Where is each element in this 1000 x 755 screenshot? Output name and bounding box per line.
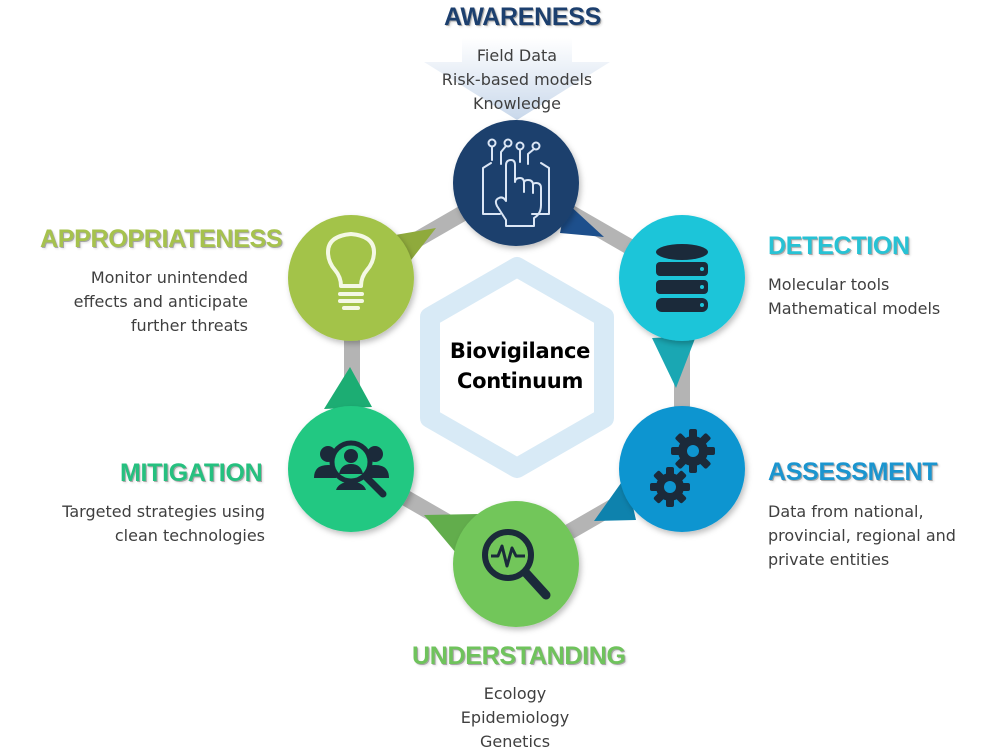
- understanding-circle: [453, 501, 579, 627]
- mitigation-description: Targeted strategies using clean technolo…: [30, 500, 265, 548]
- mitigation-item: clean technologies: [114, 526, 265, 545]
- assessment-description: Data from national, provincial, regional…: [768, 500, 956, 572]
- center-label-line1: Biovigilance: [449, 339, 591, 363]
- detection-description: Molecular tools Mathematical models: [768, 273, 940, 321]
- understanding-item: Ecology: [483, 684, 547, 703]
- mitigation-title: MITIGATION: [120, 459, 263, 487]
- assessment-item: provincial, regional and: [768, 526, 956, 545]
- assessment-item: private entities: [768, 550, 890, 569]
- appropriateness-item: effects and anticipate: [73, 292, 248, 311]
- awareness-arrow: [424, 38, 610, 120]
- awareness-title: AWARENESS: [444, 3, 602, 31]
- appropriateness-title: APPROPRIATENESS: [40, 225, 283, 253]
- detection-item: Molecular tools: [768, 275, 890, 294]
- center-hexagon: [420, 257, 614, 478]
- awareness-circle: [453, 120, 579, 246]
- detection-pointer: [652, 336, 696, 388]
- assessment-title: ASSESSMENT: [768, 458, 938, 486]
- appropriateness-item: further threats: [130, 316, 248, 335]
- assessment-circle: [619, 406, 745, 532]
- understanding-title: UNDERSTANDING: [412, 642, 626, 670]
- assessment-item: Data from national,: [768, 502, 924, 521]
- appropriateness-item: Monitor unintended: [90, 268, 248, 287]
- database-icon: [656, 244, 708, 312]
- mitigation-item: Targeted strategies using: [62, 502, 265, 521]
- mitigation-pointer: [324, 367, 372, 409]
- understanding-description: Ecology Epidemiology Genetics: [415, 682, 615, 754]
- appropriateness-circle: [288, 215, 414, 341]
- detection-title: DETECTION: [768, 232, 910, 260]
- search-people-icon: [314, 440, 389, 498]
- awareness-item: Risk-based models: [441, 70, 593, 89]
- understanding-item: Genetics: [479, 732, 551, 751]
- gears-icon: [650, 429, 715, 507]
- detection-circle: [619, 215, 745, 341]
- detection-item: Mathematical models: [768, 299, 941, 318]
- center-label-line2: Continuum: [456, 369, 584, 393]
- lightbulb-icon: [326, 232, 376, 310]
- center-label: Biovigilance Continuum: [420, 336, 620, 396]
- understanding-pointer: [424, 514, 478, 553]
- understanding-item: Epidemiology: [460, 708, 570, 727]
- awareness-description: Field Data Risk-based models Knowledge: [417, 44, 617, 116]
- touch-circuit-icon: [482, 138, 550, 227]
- magnifier-pulse-icon: [482, 529, 551, 600]
- awareness-item: Field Data: [476, 46, 558, 65]
- appropriateness-description: Monitor unintended effects and anticipat…: [20, 266, 248, 338]
- awareness-item: Knowledge: [473, 94, 561, 113]
